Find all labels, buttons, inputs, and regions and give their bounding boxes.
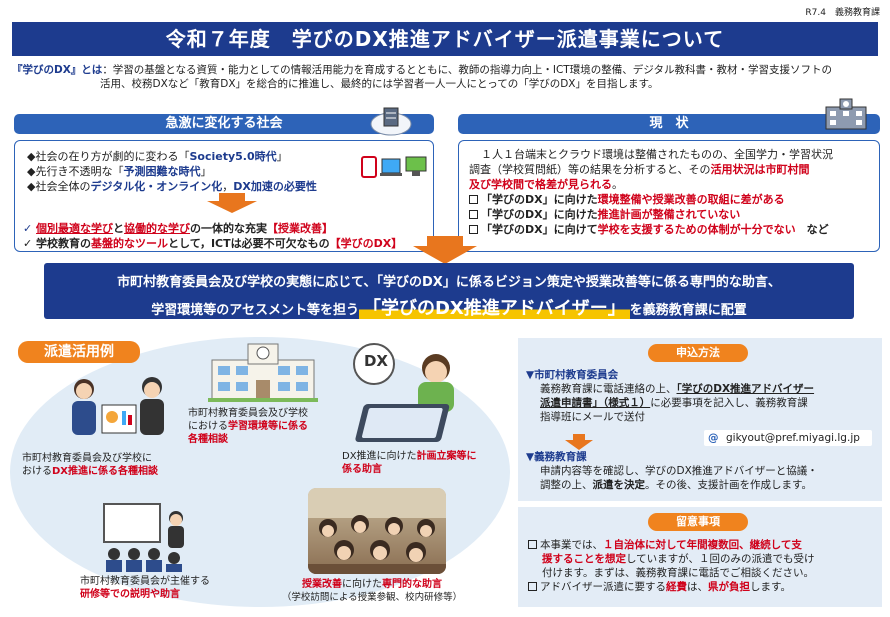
example-1-caption: 市町村教育委員会及び学校に おけるDX推進に係る各種相談: [22, 453, 159, 477]
apply-step-1-heading: ▼市町村教育委員会: [526, 369, 619, 381]
apply-step-1-line2: 派遣申請書」（様式１）に必要事項を記入し、義務教育課: [540, 397, 808, 409]
example-5-caption: 授業改善に向けた専門的な助言 （学校訪問による授業参観、校内研修等）: [281, 579, 463, 603]
apply-step-2-heading: ▼義務教育課: [526, 451, 587, 463]
apply-step-2-line2: 調整の上、派遣を決定。その後、支援計画を作成します。: [540, 479, 812, 491]
page-title: 令和７年度 学びのDX推進アドバイザー派遣事業について: [12, 22, 878, 56]
advisor-banner: 市町村教育委員会及び学校の実態に応じて、「学びのDX」に係るビジョン策定や授業改…: [44, 263, 854, 319]
status-para-2: 調査（学校質問紙）等の結果を分析すると、その活用状況は市町村間: [469, 163, 810, 176]
section-title-status: 現 状: [458, 114, 880, 134]
example-3-caption: DX推進に向けた計画立案等に 係る助言: [342, 451, 477, 475]
status-item-2: 「学びのDX」に向けた推進計画が整備されていない: [469, 207, 874, 222]
status-para-1: １人１台端末とクラウド環境は整備されたものの、全国学力・学習状況: [481, 148, 833, 161]
note-1-line1: 本事業では、１自治体に対して年間複数回、継続して支: [528, 538, 876, 552]
banner-line-2: 学習環境等のアセスメント等を担う「学びのDX推進アドバイザー」を義務教育課に配置: [151, 298, 747, 319]
apply-arrow: [564, 434, 594, 450]
apply-panel: 申込方法 ▼市町村教育委員会 義務教育課に電話連絡の上、「学びのDX推進アドバイ…: [518, 338, 882, 501]
department-tag: R7.4 義務教育課: [805, 8, 880, 18]
society-bullet-2: ◆先行き不透明な「予測困難な時代」: [27, 165, 212, 178]
status-item-3: 「学びのDX」に向けて学校を支援するための体制が十分でない など: [469, 222, 874, 237]
apply-title: 申込方法: [648, 344, 748, 362]
apply-step-1-line1: 義務教育課に電話連絡の上、「学びのDX推進アドバイザー: [540, 383, 815, 395]
society-bullet-3: ◆社会全体のデジタル化・オンライン化，DX加速の必要性: [27, 180, 317, 193]
intro-text: 『学びのDX』とは：学習の基盤となる資質・能力としての情報活用能力を育成するとと…: [12, 63, 882, 91]
example-2-caption: 市町村教育委員会及び学校 における学習環境等に係る 各種相談: [188, 408, 308, 445]
dx-badge: DX: [363, 352, 389, 370]
note-2: アドバイザー派遣に要する経費は、県が負担します。: [528, 580, 876, 594]
orange-arrow-large: [405, 236, 485, 264]
cloud-server-icon: [368, 104, 414, 142]
devices-icon: [360, 149, 430, 185]
note-1-line3: 付けます。まずは、義務教育課に電話でご相談ください。: [542, 567, 814, 579]
orange-arrow-small: [207, 193, 257, 213]
training-illustration: [100, 500, 200, 576]
status-para-3: 及び学校間で格差が見られる。: [469, 178, 623, 191]
intro-line1: ：学習の基盤となる資質・能力としての情報活用能力を育成するとともに、教師の指導力…: [102, 64, 832, 76]
banner-line-1: 市町村教育委員会及び学校の実態に応じて、「学びのDX」に係るビジョン策定や授業改…: [117, 275, 781, 290]
society-box: ◆社会の在り方が劇的に変わる「Society5.0時代」 ◆先行き不透明な「予測…: [14, 140, 434, 252]
email-address[interactable]: @gikyout@pref.miyagi.lg.jp: [704, 430, 872, 446]
classroom-photo: [308, 488, 446, 574]
notes-title: 留意事項: [648, 513, 748, 531]
note-1-line2: 援することを想定していますが、１回のみの派遣でも受け: [542, 553, 815, 565]
status-box: １人１台端末とクラウド環境は整備されたものの、全国学力・学習状況 調査（学校質問…: [458, 140, 880, 252]
intro-key: 『学びのDX』とは: [12, 64, 103, 76]
society-check-1: ✓ 個別最適な学びと協働的な学びの一体的な充実【授業改善】: [23, 222, 334, 235]
intro-line2: 活用、校務DXなど「教育DX」を総合的に推進し、最終的には学習者一人一人にとって…: [100, 78, 659, 90]
notes-panel: 留意事項 本事業では、１自治体に対して年間複数回、継続して支 援することを想定し…: [518, 507, 882, 607]
advisor-highlight: 「学びのDX推進アドバイザー」: [358, 298, 630, 319]
at-mark-icon: @: [708, 432, 719, 444]
apply-step-1-line3: 指導班にメールで送付: [540, 411, 645, 423]
school-building-icon: [822, 97, 870, 135]
example-4-caption: 市町村教育委員会が主催する 研修等での説明や助言: [80, 576, 210, 600]
consultation-illustration: [62, 375, 182, 454]
society-bullet-1: ◆社会の在り方が劇的に変わる「Society5.0時代」: [27, 150, 288, 163]
school-illustration: [208, 340, 318, 406]
status-item-1: 「学びのDX」に向けた環境整備や授業改善の取組に差がある: [469, 192, 874, 207]
examples-tag: 派遣活用例: [18, 341, 140, 363]
dx-tablet-illustration: [350, 340, 480, 449]
section-title-society: 急激に変化する社会: [14, 114, 434, 134]
apply-step-2-line1: 申請内容等を確認し、学びのDX推進アドバイザーと協議・: [540, 465, 818, 477]
society-check-2: ✓ 学校教育の基盤的なツールとして，ICTは必要不可欠なもの【学びのDX】: [23, 237, 403, 250]
